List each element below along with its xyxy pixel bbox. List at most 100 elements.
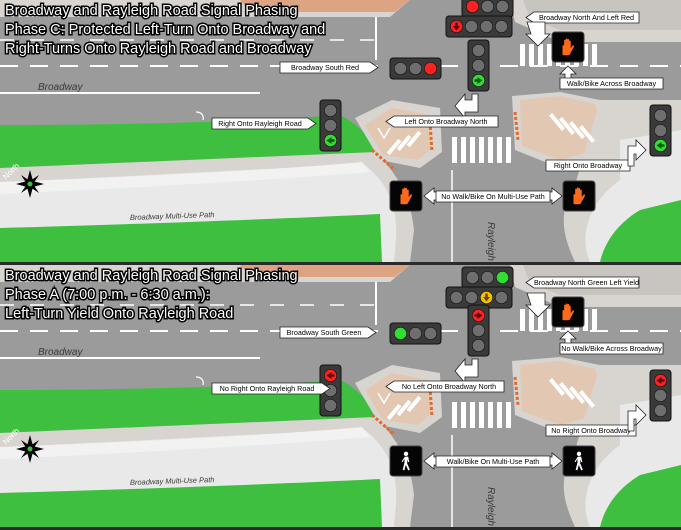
broadway-south-signal-lamp-1 — [408, 61, 422, 75]
title-line-1: Broadway and Rayleigh Road Signal Phasin… — [5, 268, 298, 284]
walk-across-broadway-label: Walk/Bike Across Broadway — [559, 77, 664, 90]
left-turn-pointer — [454, 357, 479, 385]
right-onto-rayleigh-signal-lamp-1 — [323, 119, 337, 133]
rayleigh-road-label: Rayleigh — [485, 222, 496, 261]
right-onto-broadway-pointer — [627, 139, 647, 167]
right-onto-broadway-label: No Right Onto Broadway — [545, 424, 637, 437]
left-onto-broadway-north-label: No Left Onto Broadway North — [385, 380, 505, 393]
broadway-south-signal-lamp-0 — [393, 326, 407, 340]
path-ped-signal-west — [389, 445, 423, 477]
broadway-south-label-text: Broadway South Green — [287, 328, 362, 337]
right-onto-broadway-signal-lamp-0 — [653, 109, 667, 123]
left-onto-broadway-north-label: Left Onto Broadway North — [385, 115, 499, 128]
broadway-south-label: Broadway South Green — [279, 326, 377, 339]
left-turn-pointer — [454, 92, 479, 120]
right-onto-rayleigh-label-text: No Right Onto Rayleigh Road — [220, 384, 315, 393]
broadway-north-signal-left-lamp-3 — [494, 290, 508, 304]
turn-hint-icon — [195, 376, 204, 386]
multi-use-path-label-box-box — [435, 455, 551, 468]
broadway-south-signal-lamp-2 — [423, 61, 437, 75]
turn-hint-icon — [195, 111, 204, 121]
broadway-south-signal-lamp-1 — [408, 326, 422, 340]
compass-north-icon — [16, 435, 44, 463]
right-onto-broadway-pointer — [627, 404, 647, 432]
broadway-north-label-text: Broadway North Green Left Yield — [534, 278, 639, 287]
walk-across-broadway-label-text: No Walk/Bike Across Broadway — [561, 344, 662, 353]
right-onto-broadway-label-box — [545, 424, 637, 437]
right-onto-rayleigh-signal-lamp-2 — [323, 399, 337, 413]
broadway-north-label: Broadway North And Left Red — [525, 11, 640, 24]
left-turn-signal-lamp-0 — [471, 43, 485, 57]
broadway-north-signal-left-lamp-0-arrow-icon — [453, 22, 460, 31]
right-onto-rayleigh-signal — [319, 364, 342, 417]
right-onto-broadway-signal-lamp-2-arrow-icon — [656, 142, 665, 149]
broadway-road-label: Broadway — [38, 347, 83, 358]
left-onto-broadway-north-label-box — [385, 115, 499, 128]
compass-north-icon — [16, 170, 44, 198]
broadway-south-label-text: Broadway South Red — [291, 63, 359, 72]
broadway-north-signal-left-lamp-2 — [479, 19, 493, 33]
broadway-road-label: Broadway — [38, 82, 83, 93]
right-onto-rayleigh-signal — [319, 99, 342, 152]
right-onto-broadway-signal — [649, 369, 672, 422]
broadway-north-signal-left-lamp-3 — [494, 19, 508, 33]
broadway-south-signal — [389, 322, 442, 345]
path-ped-signal-east — [562, 445, 596, 477]
multi-use-path-label: Broadway Multi-Use Path — [130, 210, 215, 222]
left-turn-signal-lamp-2 — [471, 339, 485, 353]
right-onto-broadway-label-text: Right Onto Broadway — [554, 161, 623, 170]
right-onto-broadway-signal — [649, 104, 672, 157]
left-turn-signal-lamp-0-arrow-icon — [474, 312, 483, 319]
broadway-north-signal-top — [461, 266, 514, 289]
broadway-south-signal-lamp-2 — [423, 326, 437, 340]
broadway-north-signal-top-lamp-0 — [465, 0, 479, 13]
title-line-2: Phase C: Protected Left-Turn Onto Broadw… — [5, 22, 325, 38]
broadway-crossing-ped-signal — [551, 296, 585, 328]
walk-across-broadway-label-text: Walk/Bike Across Broadway — [567, 79, 657, 88]
right-onto-rayleigh-label-text: Right Onto Rayleigh Road — [218, 119, 302, 128]
broadway-north-signal-top-lamp-2 — [495, 271, 509, 284]
right-onto-rayleigh-signal-lamp-2-arrow-icon — [326, 137, 335, 144]
broadway-north-label: Broadway North Green Left Yield — [525, 276, 640, 289]
left-turn-signal-lamp-1 — [471, 58, 485, 72]
right-onto-broadway-signal-lamp-1 — [653, 124, 667, 138]
broadway-south-signal — [389, 57, 442, 80]
broadway-north-signal-left-lamp-2-arrow-icon — [483, 293, 490, 302]
right-onto-rayleigh-signal-lamp-0-arrow-icon — [326, 372, 335, 379]
right-onto-broadway-signal-lamp-0-arrow-icon — [656, 377, 665, 384]
left-onto-broadway-north-label-text: Left Onto Broadway North — [404, 117, 487, 126]
right-onto-broadway-signal-lamp-1 — [653, 389, 667, 403]
walk-across-broadway-label-box — [559, 342, 664, 355]
right-onto-rayleigh-label: No Right Onto Rayleigh Road — [211, 382, 331, 395]
right-onto-rayleigh-signal-lamp-0 — [323, 104, 337, 118]
broadway-south-signal-lamp-0 — [393, 61, 407, 75]
multi-use-path-label-box-text: No Walk/Bike On Multi-Use Path — [441, 192, 545, 201]
left-turn-signal — [467, 39, 490, 92]
rayleigh-road-label: Rayleigh — [485, 487, 496, 526]
broadway-north-signal-left — [445, 15, 513, 38]
broadway-north-signal-top — [461, 0, 514, 18]
broadway-north-signal-top-lamp-0 — [465, 271, 479, 284]
left-onto-broadway-north-label-box — [385, 380, 505, 393]
left-turn-signal-lamp-1 — [471, 323, 485, 337]
right-onto-rayleigh-label-box — [211, 382, 331, 395]
broadway-north-pointer — [525, 21, 551, 47]
left-turn-signal-lamp-2-arrow-icon — [474, 77, 483, 84]
broadway-north-signal-left-lamp-1 — [464, 290, 478, 304]
broadway-north-signal-left-lamp-0 — [449, 290, 463, 304]
right-onto-broadway-label: Right Onto Broadway — [545, 159, 631, 172]
title-line-2: Phase A (7:00 p.m. - 6:30 a.m.): — [5, 287, 210, 303]
title-line-3: Right-Turns Onto Rayleigh Road and Broad… — [5, 41, 312, 57]
path-ped-signal-west — [389, 180, 423, 212]
broadway-north-signal-left-lamp-1 — [464, 19, 478, 33]
broadway-north-signal-top-lamp-1 — [480, 271, 494, 284]
right-onto-broadway-label-box — [545, 159, 631, 172]
multi-use-path-label: Broadway Multi-Use Path — [130, 475, 215, 487]
title-line-3: Left-Turn Yield Onto Rayleigh Road — [5, 306, 233, 322]
multi-use-path-label-box: Walk/Bike On Multi-Use Path — [435, 455, 551, 468]
broadway-south-label: Broadway South Red — [279, 61, 379, 74]
